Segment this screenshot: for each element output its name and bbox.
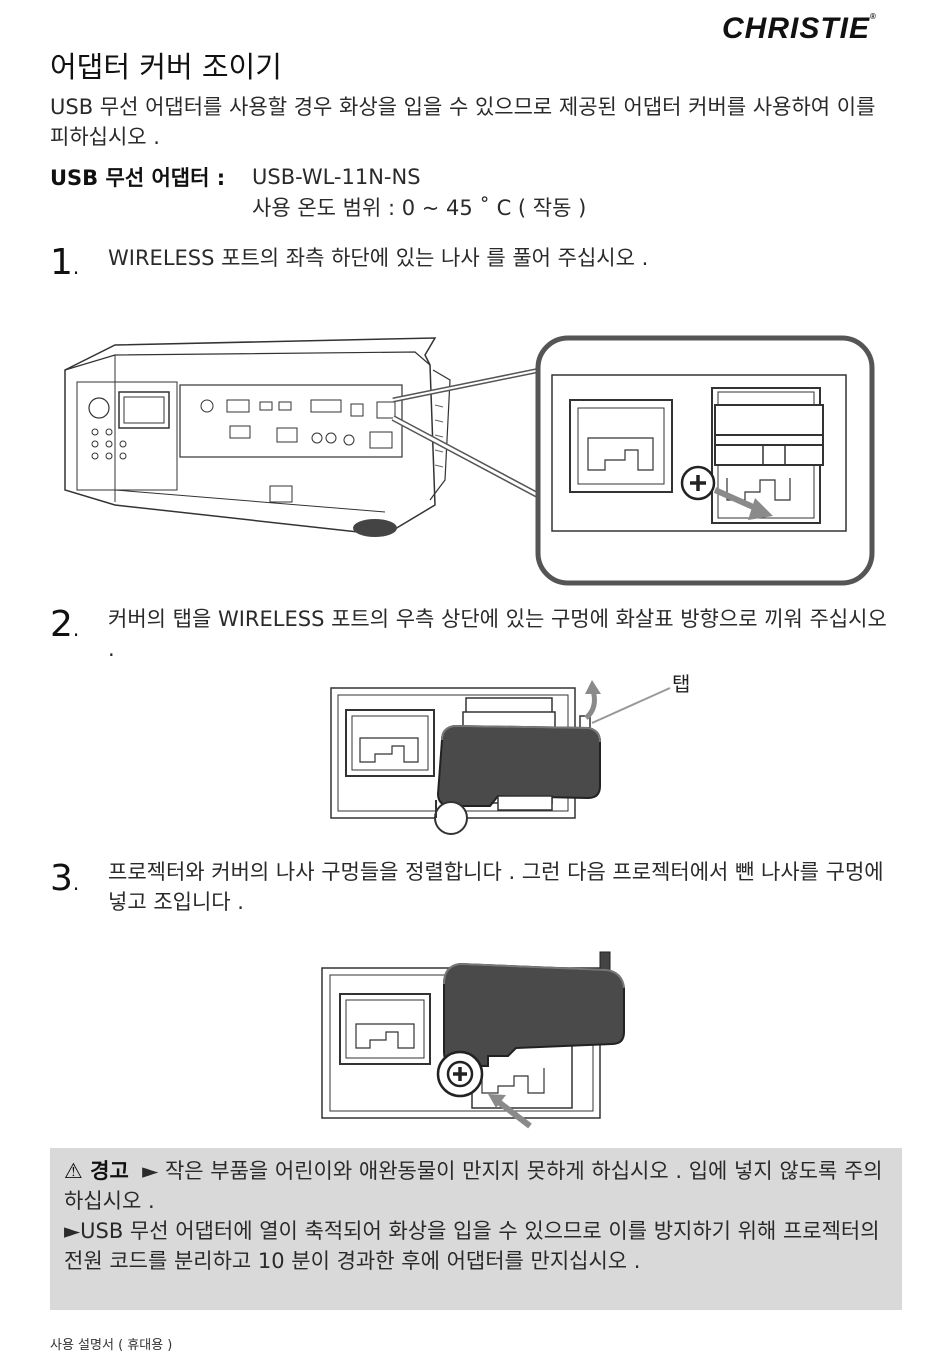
intro-text: USB 무선 어댑터를 사용할 경우 화상을 입을 수 있으므로 제공된 어댑터… [50,95,876,149]
spec-label: USB 무선 어댑터 : [50,166,226,190]
figure-cover-tab-insert [330,680,671,835]
page-title: 어댑터 커버 조이기 [50,50,282,84]
figure-projector-rear [64,335,875,586]
page-footer: 사용 설명서 ( 휴대용 ) [50,1338,173,1353]
step-3-number: 3. [50,858,80,899]
tab-callout-label: 탭 [672,672,691,696]
spec-model: USB-WL-11N-NS [252,165,421,189]
warning-text-1: ► 작은 부품을 어린이와 애완동물이 만지지 못하게 하십시오 . 입에 넣지… [64,1159,883,1213]
warning-text-2: ►USB 무선 어댑터에 열이 축적되어 화상을 입을 수 있으므로 이를 방지… [64,1219,880,1273]
spec-temperature: 사용 온도 범위 : 0 ~ 45 ˚ C ( 작동 ) [252,196,587,220]
warning-line-1: ⚠ 경고 ► 작은 부품을 어린이와 애완동물이 만지지 못하게 하십시오 . … [64,1156,888,1216]
step-2-number: 2. [50,604,80,645]
figure-cover-screw-tighten [321,951,625,1129]
step-1-number: 1. [50,242,80,283]
step-1-text: WIRELESS 포트의 좌측 하단에 있는 나사 를 풀어 주십시오 . [108,246,649,270]
christie-logo: CHRISTIE® [722,12,877,45]
warning-box: ⚠ 경고 ► 작은 부품을 어린이와 애완동물이 만지지 못하게 하십시오 . … [50,1148,902,1310]
warning-heading: ⚠ 경고 [64,1159,129,1183]
step-3-text: 프로젝터와 커버의 나사 구멍들을 정렬합니다 . 그런 다음 프로젝터에서 뺀… [108,860,884,914]
step-2-text: 커버의 탭을 WIRELESS 포트의 우측 상단에 있는 구멍에 화살표 방향… [108,607,887,661]
